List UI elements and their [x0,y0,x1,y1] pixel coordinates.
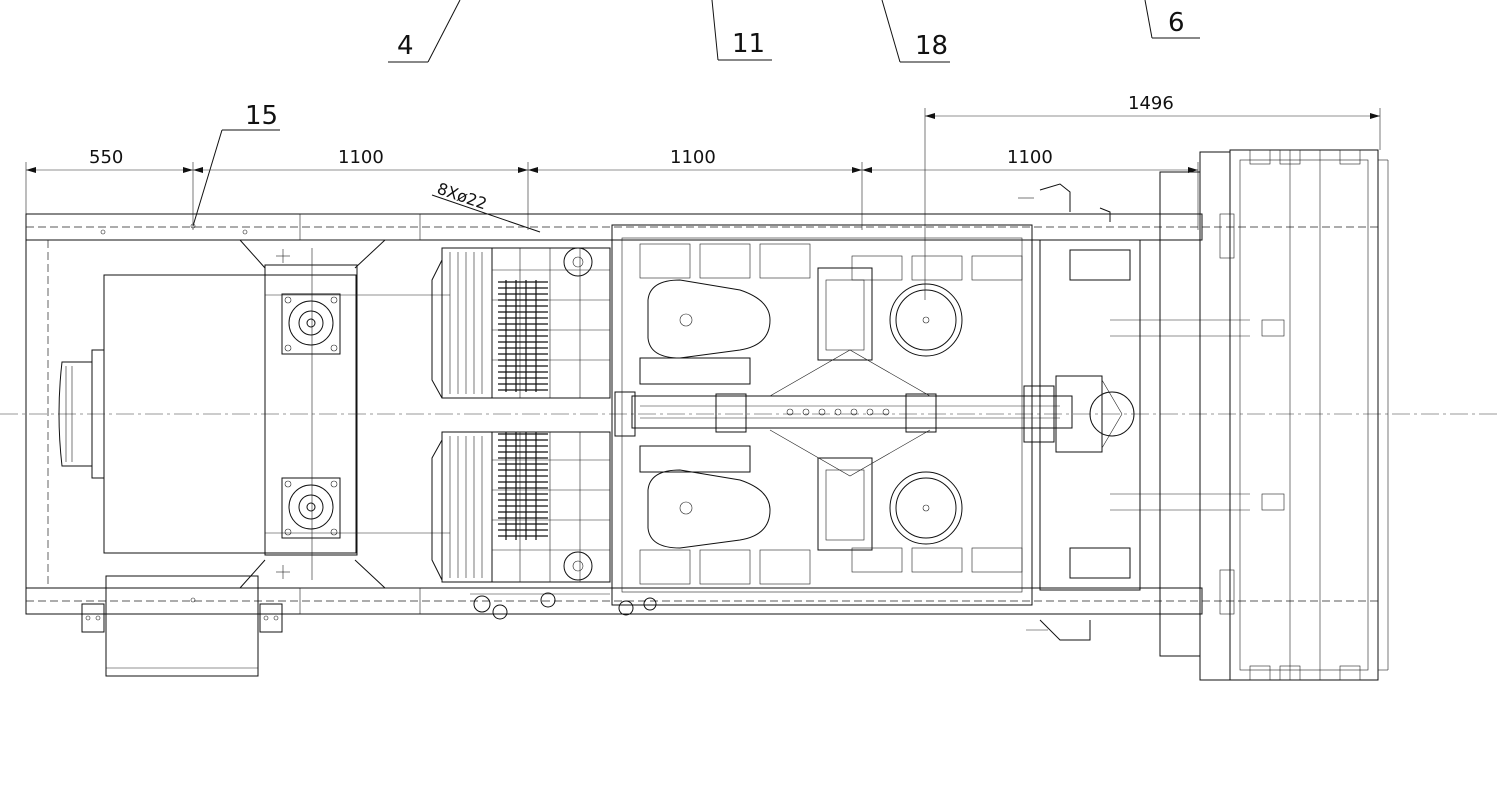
dim-1100-c: 1100 [1007,147,1053,168]
air-filter-top [431,247,611,399]
air-filter-bottom [431,431,611,583]
dim-550: 550 [89,147,123,168]
dimension-lines: 550 1100 1100 1100 1496 [25,93,1381,300]
radiator [1159,149,1389,681]
engine-block [611,224,1073,606]
generator [0,248,1500,580]
dim-1100-b: 1100 [670,147,716,168]
part-label-15: 15 [245,101,278,131]
base-frame [25,213,1203,677]
oil-filters [470,592,657,620]
part-label-18: 18 [915,31,948,61]
part-label-4: 4 [397,31,414,61]
part-label-6: 6 [1168,8,1185,38]
part-label-11: 11 [732,29,765,59]
dim-1100-a: 1100 [338,147,384,168]
dim-1496: 1496 [1128,93,1174,114]
fan-assembly [1018,183,1285,641]
hole-note: 8Xø22 [435,179,490,214]
